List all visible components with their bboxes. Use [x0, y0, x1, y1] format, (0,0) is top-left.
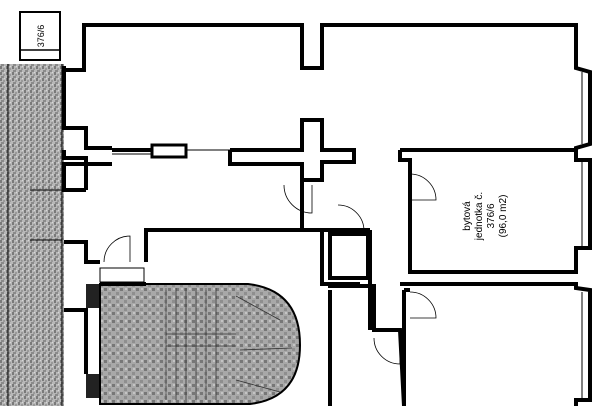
unit-tag: [19, 11, 61, 61]
unit-label-line4: (96,0 m2): [498, 195, 509, 238]
unit-label-line3: 376/6: [486, 203, 497, 228]
door-swing: [409, 291, 437, 319]
gallery-hatch: [0, 64, 64, 406]
unit-label-line2: jednotka č.: [474, 192, 485, 241]
unit-label-line1: bytová: [462, 201, 473, 231]
staircase: [99, 283, 302, 405]
door-swing: [283, 184, 313, 214]
unit-label: bytová jednotka č. 376/6 (96,0 m2): [462, 192, 509, 241]
door-swing: [103, 235, 131, 263]
door-swing: [373, 337, 401, 365]
door-swing: [409, 173, 437, 201]
unit-tag-label: 376/6: [36, 25, 46, 48]
door-swing: [337, 204, 365, 232]
